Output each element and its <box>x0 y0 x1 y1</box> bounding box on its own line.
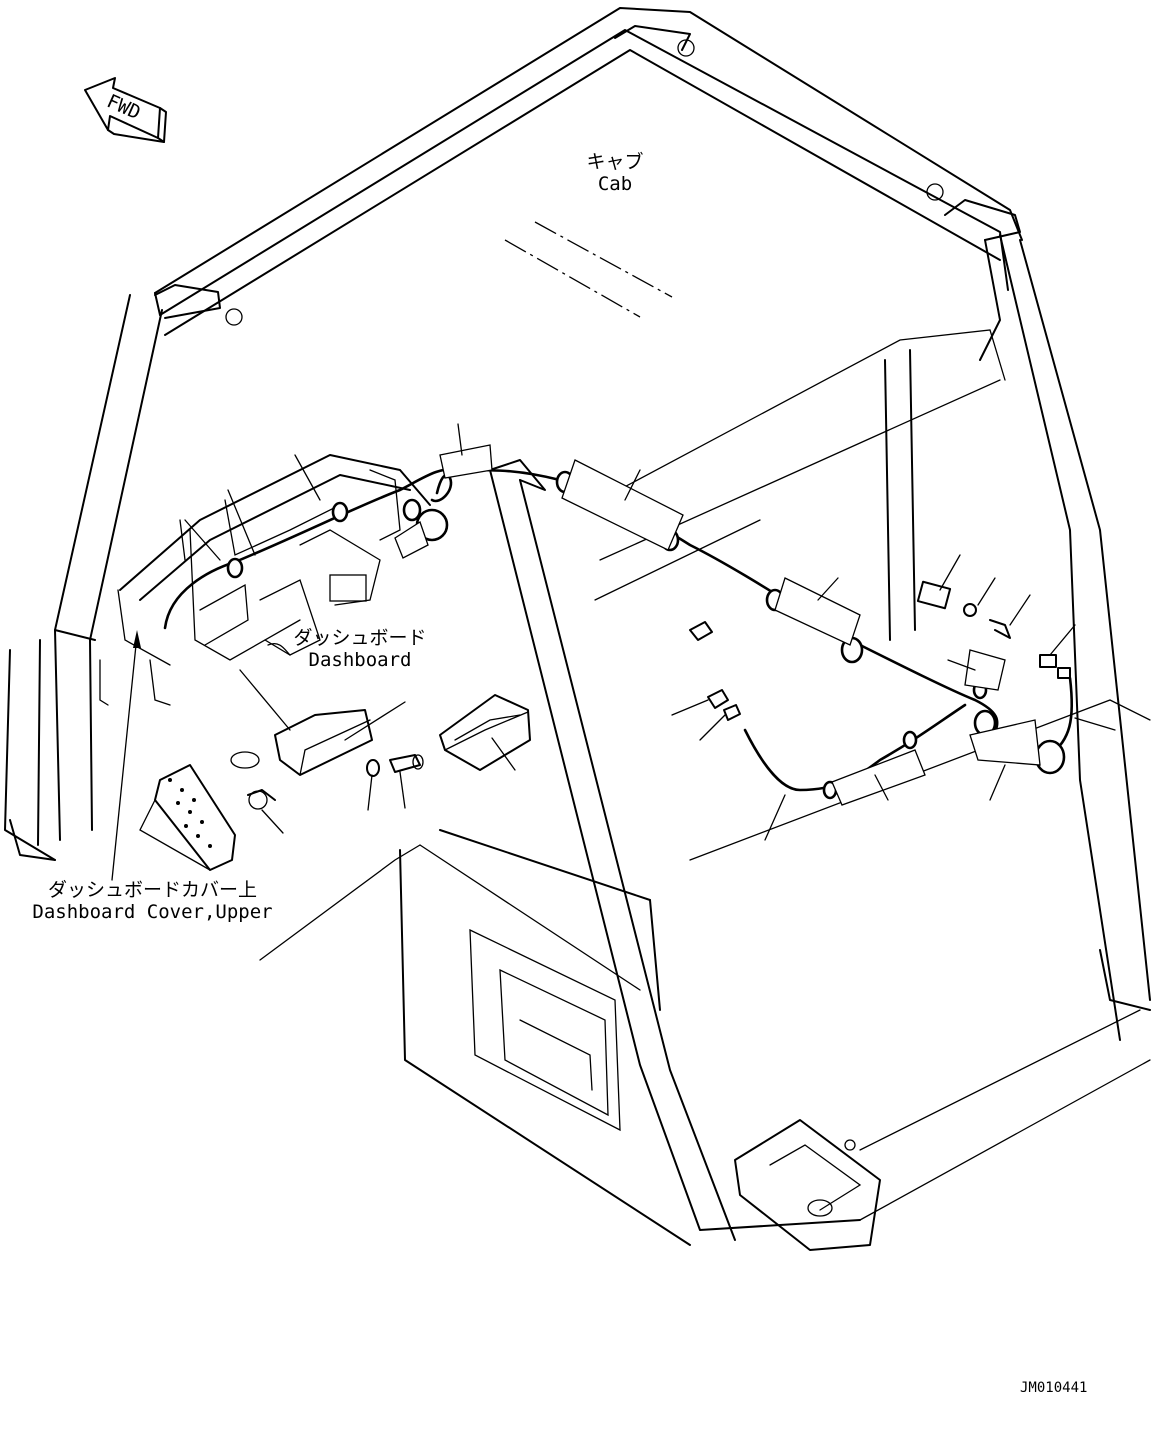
cab-label-en: Cab <box>597 172 633 195</box>
cab-label: キャブ Cab <box>575 151 655 196</box>
fwd-arrow-icon: FWD <box>84 77 167 143</box>
cab-roof-frame <box>154 7 1023 336</box>
dashboard-cover-label-en: Dashboard Cover,Upper <box>32 900 273 923</box>
wiring-harness <box>163 444 1074 806</box>
dashboard-cover-upper-label: ダッシュボードカバー上 Dashboard Cover,Upper <box>10 879 295 924</box>
dashboard-assembly <box>117 454 431 706</box>
dashboard-label-jp: ダッシュボード <box>293 627 427 649</box>
dashboard-label-en: Dashboard <box>308 648 412 671</box>
dashboard-cover-pointer-arrow <box>111 630 141 881</box>
dashboard-label: ダッシュボード Dashboard <box>285 627 435 672</box>
floor-components <box>139 580 1071 871</box>
drawing-code: JM010441 <box>1020 1380 1088 1396</box>
cab-label-jp: キャブ <box>586 151 644 173</box>
dashboard-cover-label-jp: ダッシュボードカバー上 <box>47 879 257 901</box>
leader-lines <box>184 423 1116 841</box>
